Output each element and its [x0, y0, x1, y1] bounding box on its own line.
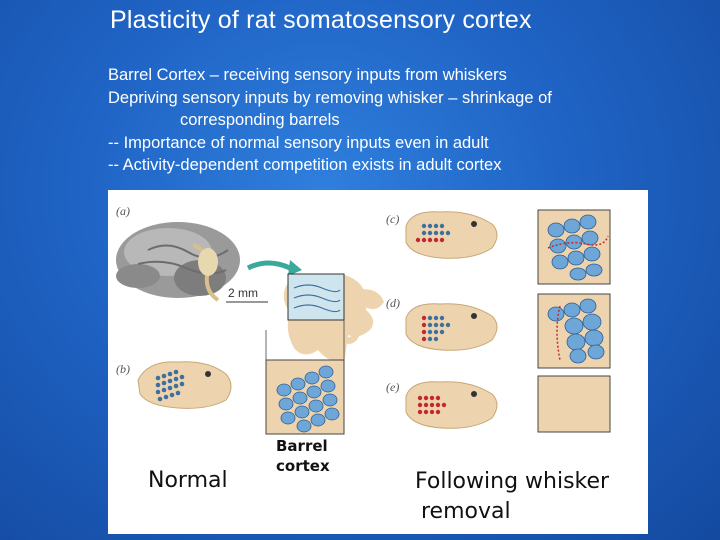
rat-brain-illustration	[116, 222, 240, 302]
bullet-2-continued: corresponding barrels	[180, 111, 340, 129]
panel-label-b: (b)	[116, 362, 130, 376]
panel-label-c: (c)	[386, 212, 400, 226]
bullet-list: Barrel Cortex – receiving sensory inputs…	[108, 64, 552, 177]
caption-following-line1: Following whisker	[415, 469, 610, 494]
caption-normal: Normal	[148, 468, 228, 493]
rat-head-e	[405, 381, 498, 429]
barrel-cortex-figure: (a) (b) (c) (d) (e) 2 mm Normal Barrel c…	[108, 190, 648, 534]
bullet-1: Barrel Cortex – receiving sensory inputs…	[108, 66, 507, 84]
barrel-field-e	[537, 375, 611, 433]
bullet-4: -- Activity-dependent competition exists…	[108, 156, 502, 174]
figure-illustration	[116, 209, 611, 435]
whisker-dots-normal	[155, 369, 185, 402]
caption-barrel-cortex: Barrel cortex	[276, 436, 330, 476]
panel-label-d: (d)	[386, 296, 400, 310]
caption-following-line2: removal	[421, 499, 511, 524]
arrow-icon	[246, 260, 292, 271]
caption-barrel-line2: cortex	[276, 457, 330, 475]
rat-head-normal	[137, 361, 232, 409]
rat-head-d	[405, 303, 498, 351]
panel-label-a: (a)	[116, 204, 130, 218]
rat-head-c	[405, 211, 498, 259]
caption-following-removal: Following whisker removal	[415, 467, 609, 527]
flattened-cortex-map	[283, 273, 384, 365]
bullet-2: Depriving sensory inputs by removing whi…	[108, 88, 552, 107]
slide-title: Plasticity of rat somatosensory cortex	[110, 6, 532, 34]
arrowhead-icon	[288, 260, 302, 276]
barrel-cluster-normal	[276, 365, 340, 433]
caption-barrel-line1: Barrel	[276, 437, 328, 455]
bullet-3: -- Importance of normal sensory inputs e…	[108, 133, 489, 152]
scale-bar-label: 2 mm	[228, 286, 258, 300]
panel-label-e: (e)	[386, 380, 400, 394]
